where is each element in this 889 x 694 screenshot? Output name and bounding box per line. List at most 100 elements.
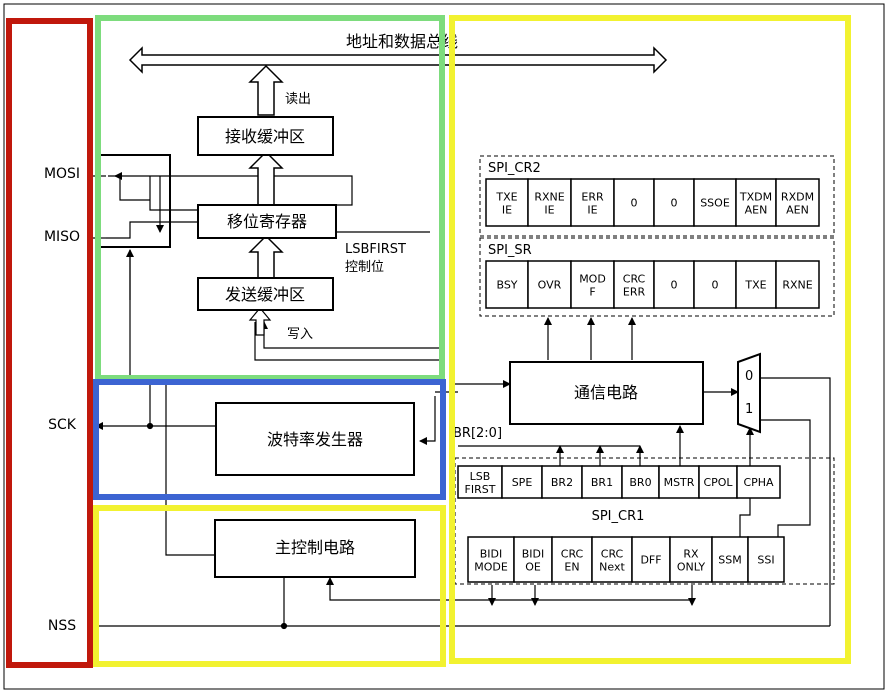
reg-cr1-bottom-cell (467, 536, 515, 583)
pin-label-nss: NSS (48, 618, 76, 634)
baud-generator: 波特率发生器 (215, 402, 415, 476)
yellow-frame-right (449, 15, 851, 664)
reg-cr2-bit-label: AEN (786, 204, 809, 217)
reg-cr1-bottom-bit-label: Next (599, 561, 625, 574)
write-in-label: 写入 (287, 327, 313, 342)
svg-text:1: 1 (745, 402, 753, 417)
highlight-frames (6, 15, 851, 668)
reg-cr2-bit-label: 0 (631, 197, 638, 210)
reg-cr1-top-cell (621, 465, 660, 499)
reg-cr1-bottom-cell (711, 536, 749, 583)
reg-cr1-top-cell (698, 465, 738, 499)
reg-cr2-bit-label: IE (587, 204, 597, 217)
reg-cr2-cell (775, 178, 820, 227)
reg-cr2-bit-label: TXDM (739, 191, 772, 204)
reg-cr1-bottom-cell (591, 536, 633, 583)
reg-cr1-bottom-bit-label: EN (564, 561, 579, 574)
reg-cr1-top-cell (736, 465, 781, 499)
address-data-bus: 地址和数据总线 (128, 32, 668, 74)
svg-text:波特率发生器: 波特率发生器 (267, 430, 363, 449)
shift-register: 移位寄存器 (197, 204, 337, 239)
reg-sr-cell (613, 260, 655, 309)
yellow-frame-bottom (93, 505, 446, 667)
reg-cr1-top-cell (581, 465, 623, 499)
reg-cr2-bit-label: ERR (581, 191, 604, 204)
reg-cr1-bottom-cell (513, 536, 553, 583)
reg-cr2-title: SPI_CR2 (488, 161, 541, 176)
rx-buffer: 接收缓冲区 (197, 116, 334, 156)
pin-label-miso: MISO (44, 229, 80, 245)
red-frame (6, 18, 93, 668)
reg-sr-title: SPI_SR (488, 243, 532, 258)
reg-cr1-bottom-bit-label: BIDI (480, 548, 503, 561)
reg-cr1-top-bit-label: BR2 (551, 476, 573, 489)
reg-cr2-bit-label: SSOE (700, 197, 730, 210)
br-label: BR[2:0] (453, 426, 502, 441)
reg-cr1-bottom-cell (631, 536, 671, 583)
reg-cr1-top-cell (457, 465, 503, 499)
reg-cr1-top-bit-label: SPE (512, 476, 533, 489)
reg-cr1-top-bit-label: CPOL (703, 476, 733, 489)
reg-sr-dashed-box (479, 237, 835, 317)
reg-cr1-title: SPI_CR1 (592, 509, 645, 524)
mux: 0 1 (737, 352, 761, 434)
blue-frame (93, 379, 446, 500)
reg-sr-bit-label: F (589, 286, 595, 299)
svg-text:接收缓冲区: 接收缓冲区 (225, 127, 305, 146)
outer-frame (3, 3, 885, 690)
tx-buffer: 发送缓冲区 (197, 277, 334, 311)
reg-cr1-top-bit-label: FIRST (465, 483, 496, 496)
svg-text:移位寄存器: 移位寄存器 (227, 212, 307, 231)
write-arrow (248, 307, 272, 336)
reg-cr1-bottom-bit-label: SSM (718, 554, 741, 567)
reg-cr2-cell (570, 178, 615, 227)
reg-sr-bit-label: MOD (579, 273, 606, 286)
reg-sr-bit-label: OVR (538, 279, 562, 292)
reg-sr-cell (775, 260, 820, 309)
reg-cr1-bottom-cell (747, 536, 785, 583)
reg-cr1-bottom-bit-label: CRC (601, 548, 624, 561)
reg-cr2-bit-label: RXDM (781, 191, 814, 204)
reg-cr2-cell (613, 178, 655, 227)
reg-sr-bit-label: 0 (712, 279, 719, 292)
reg-cr1-bottom-bit-label: OE (525, 561, 541, 574)
reg-sr-bit-label: CRC (623, 273, 646, 286)
reg-cr2-bit-label: IE (544, 204, 554, 217)
master-control: 主控制电路 (214, 519, 416, 578)
reg-sr-bit-label: TXE (744, 279, 766, 292)
reg-cr1-bottom-bit-label: BIDI (522, 548, 545, 561)
reg-cr1-bottom-bit-label: SSI (757, 554, 774, 567)
reg-cr2-bit-label: TXE (495, 191, 517, 204)
reg-sr-cell (735, 260, 777, 309)
pin-label-mosi: MOSI (44, 166, 80, 182)
reg-cr1-top-bit-label: LSB (470, 470, 491, 483)
reg-cr2-bit-label: 0 (671, 197, 678, 210)
reg-sr-cell (527, 260, 572, 309)
reg-sr-cell (485, 260, 529, 309)
reg-cr1-bottom-bit-label: ONLY (677, 561, 706, 574)
svg-text:0: 0 (745, 369, 753, 384)
lsbfirst-label-line1: LSBFIRST (345, 242, 406, 257)
reg-cr2-dashed-box (479, 155, 835, 237)
svg-text:通信电路: 通信电路 (574, 383, 638, 402)
read-out-label: 读出 (285, 92, 311, 107)
reg-sr-bit-label: RXNE (782, 279, 812, 292)
reg-cr1-top-cell (658, 465, 700, 499)
reg-cr2-bit-label: RXNE (534, 191, 564, 204)
lsbfirst-label-line2: 控制位 (345, 260, 384, 275)
green-frame (95, 15, 445, 381)
bus-label: 地址和数据总线 (346, 32, 458, 51)
reg-sr-bit-label: ERR (623, 286, 646, 299)
reg-cr2-cell (653, 178, 695, 227)
reg-cr1-top-bit-label: BR0 (629, 476, 651, 489)
reg-sr-cell (570, 260, 615, 309)
reg-cr1-top-bit-label: MSTR (664, 476, 695, 489)
reg-cr1-bottom-bit-label: DFF (640, 554, 661, 567)
reg-cr2-cell (693, 178, 737, 227)
reg-cr1-bottom-bit-label: RX (683, 548, 699, 561)
